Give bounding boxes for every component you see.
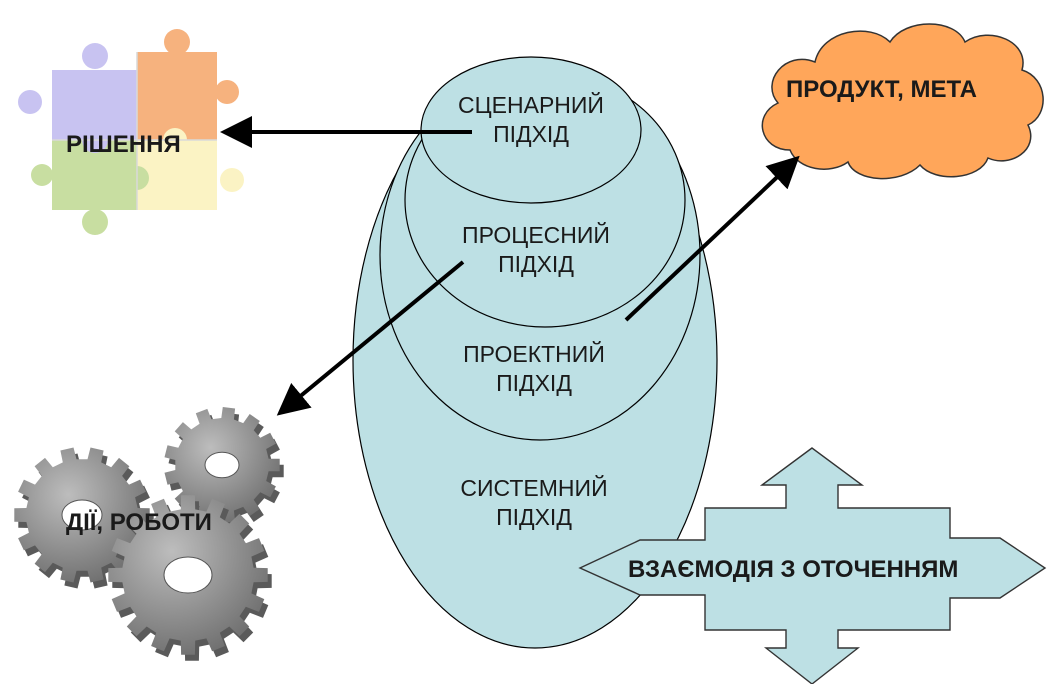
system-approach-label-2: ПІДХІД bbox=[496, 504, 572, 530]
arrow-to-product bbox=[624, 155, 800, 322]
gear-bottom-hole bbox=[163, 556, 213, 594]
arrow-to-actions bbox=[276, 260, 465, 416]
project-approach-label-1: ПРОЕКТНИЙ bbox=[463, 340, 605, 367]
process-approach-label-2: ПІДХІД bbox=[498, 251, 574, 277]
scenario-approach-label-2: ПІДХІД bbox=[493, 121, 569, 147]
cloud-icon bbox=[761, 23, 1044, 180]
project-approach-label-2: ПІДХІД bbox=[496, 370, 572, 396]
solutions-label: РІШЕННЯ bbox=[66, 131, 181, 158]
process-approach-label-1: ПРОЦЕСНИЙ bbox=[462, 221, 610, 248]
puzzle-icon bbox=[18, 29, 244, 235]
approaches-ellipses bbox=[352, 56, 718, 649]
product-goal-label: ПРОДУКТ, МЕТА bbox=[786, 76, 977, 103]
actions-label: ДІЇ, РОБОТИ bbox=[66, 509, 212, 536]
gear-left-hole bbox=[61, 499, 103, 531]
interaction-label: ВЗАЄМОДІЯ З ОТОЧЕННЯМ bbox=[628, 556, 958, 583]
gears-icon bbox=[14, 407, 284, 661]
four-way-arrow-icon bbox=[578, 447, 1047, 684]
connector-arrows bbox=[220, 116, 800, 416]
system-approach-label-1: СИСТЕМНИЙ bbox=[460, 474, 607, 501]
gear-top-right-hole bbox=[204, 451, 240, 479]
scenario-approach-label-1: СЦЕНАРНИЙ bbox=[458, 91, 604, 118]
